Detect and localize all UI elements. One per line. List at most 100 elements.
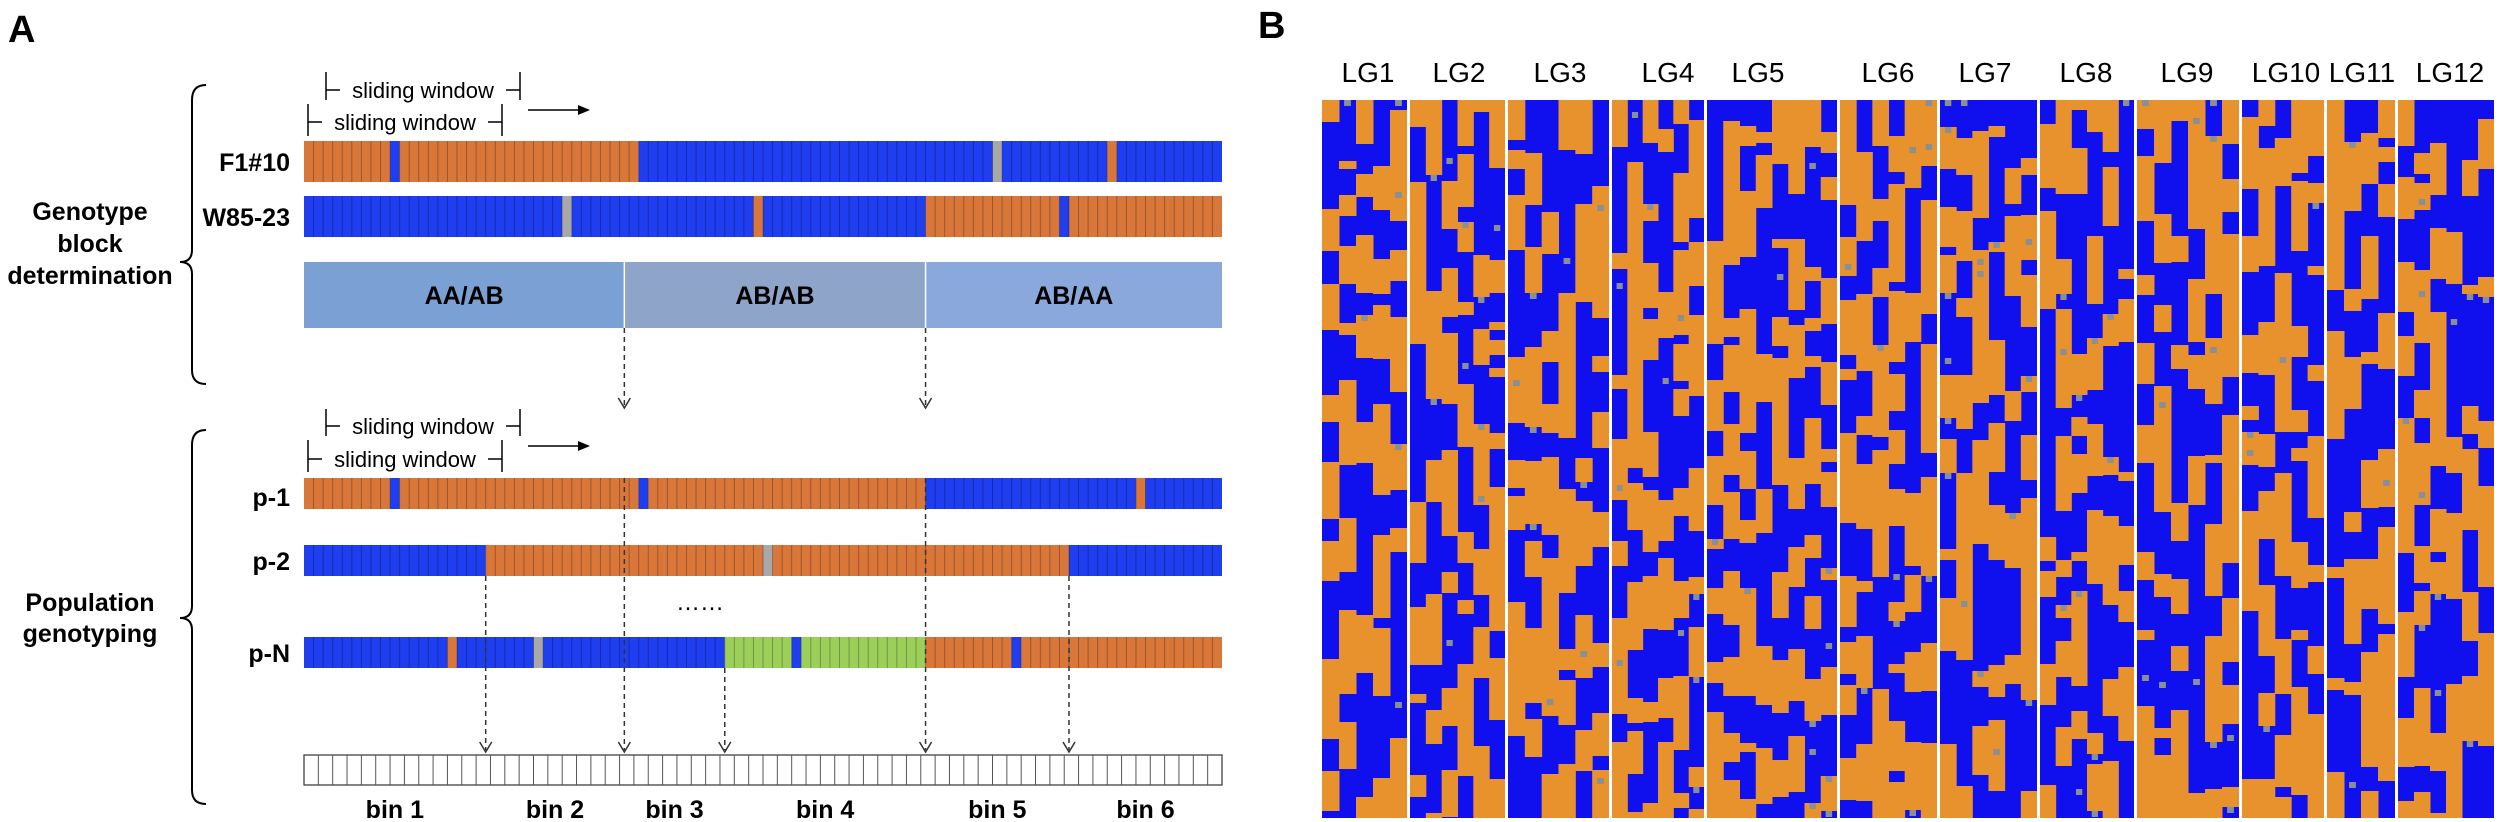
lg-label-5: LG5: [1732, 57, 1785, 88]
heatmap-cell: [2378, 313, 2396, 349]
heatmap-cell: [2055, 641, 2072, 657]
heatmap-missing-cell: [1430, 175, 1437, 181]
heatmap-cell: [2327, 678, 2345, 690]
heatmap-cell: [2102, 567, 2119, 605]
heatmap-cell: [1524, 153, 1543, 205]
heatmap-cell: [1772, 358, 1789, 386]
heatmap-cell: [2118, 309, 2135, 342]
heatmap-missing-cell: [1647, 204, 1654, 210]
heatmap-cell: [1627, 162, 1644, 215]
heatmap-cell: [2102, 815, 2119, 818]
heatmap-cell: [1707, 662, 1724, 683]
heatmap-cell: [1755, 354, 1773, 362]
heatmap-cell: [2291, 181, 2309, 234]
sliding-window-label-lower: sliding window: [334, 110, 476, 135]
heatmap-cell: [2258, 693, 2276, 726]
heatmap-cell: [1820, 487, 1838, 507]
heatmap-cell: [2171, 773, 2189, 818]
heatmap-cell: [1558, 100, 1576, 138]
heatmap-cell: [1356, 275, 1374, 293]
heatmap-missing-cell: [2227, 735, 2234, 741]
heatmap-cell: [1575, 253, 1593, 302]
heatmap-cell: [2258, 111, 2276, 126]
heatmap-cell: [2222, 415, 2240, 465]
heatmap-missing-cell: [2159, 402, 2166, 408]
heatmap-cell: [1739, 520, 1757, 543]
heatmap-cell: [1642, 702, 1659, 722]
heatmap-missing-cell: [1944, 418, 1952, 424]
heatmap-cell: [2446, 551, 2463, 576]
heatmap-missing-cell: [2193, 679, 2200, 685]
heatmap-cell: [2430, 312, 2447, 334]
heatmap-cell: [1723, 571, 1740, 612]
heatmap-cell: [2055, 349, 2072, 397]
heatmap-missing-cell: [1809, 749, 1816, 755]
heatmap-cell: [1888, 664, 1906, 673]
heatmap-cell: [1575, 126, 1593, 154]
genotype-block-label-1: AB/AB: [735, 282, 814, 310]
heatmap-cell: [1410, 205, 1427, 226]
heatmap-cell: [1457, 302, 1474, 315]
heatmap-cell: [2462, 521, 2479, 530]
heatmap-cell: [2205, 136, 2223, 180]
heatmap-cell: [2188, 219, 2206, 229]
heatmap-cell: [2327, 331, 2345, 352]
heatmap-cell: [1940, 775, 1957, 818]
heatmap-cell: [2242, 335, 2259, 373]
heatmap-cell: [2446, 811, 2463, 818]
heatmap-cell: [2430, 813, 2447, 818]
heatmap-cell: [2137, 156, 2155, 200]
heatmap-cell: [1489, 567, 1506, 579]
heatmap-cell: [1541, 457, 1559, 491]
progeny-segment: [1021, 637, 1222, 668]
heatmap-cell: [2205, 338, 2223, 347]
heatmap-cell: [1473, 354, 1490, 365]
heatmap-cell: [1441, 388, 1458, 404]
heatmap-cell: [1441, 268, 1458, 317]
heatmap-cell: [1872, 450, 1889, 493]
parent-segment: [1107, 141, 1117, 182]
heatmap-cell: [2258, 491, 2276, 499]
progeny-segment: [304, 478, 391, 509]
heatmap-cell: [1804, 267, 1822, 281]
heatmap-cell: [2222, 598, 2240, 628]
heatmap-cell: [2307, 147, 2325, 156]
heatmap-cell: [1755, 771, 1773, 804]
heatmap-cell: [1356, 638, 1374, 673]
heatmap-cell: [1658, 300, 1674, 338]
heatmap-cell: [2004, 287, 2022, 296]
heatmap-cell: [1558, 561, 1576, 593]
heatmap-cell: [1390, 110, 1408, 154]
heatmap-cell: [1788, 547, 1805, 587]
heatmap-cell: [2087, 520, 2104, 573]
heatmap-cell: [2274, 385, 2292, 432]
heatmap-cell: [1872, 794, 1889, 812]
heatmap-cell: [2291, 234, 2309, 251]
heatmap-missing-cell: [2009, 513, 2016, 519]
heatmap-missing-cell: [1563, 258, 1571, 264]
heatmap-cell: [2361, 281, 2379, 299]
heatmap-cell: [1642, 513, 1659, 552]
heatmap-cell: [2040, 211, 2057, 225]
heatmap-cell: [1888, 721, 1906, 771]
progeny-segment: [925, 637, 1012, 668]
genotype-block-label-line-3: determination: [7, 262, 172, 290]
heatmap-cell: [1972, 184, 1989, 218]
heatmap-cell: [1956, 593, 1973, 601]
heatmap-cell: [1707, 603, 1724, 614]
heatmap-cell: [2291, 133, 2309, 149]
heatmap-cell: [1339, 161, 1357, 169]
progeny-track-2: [304, 637, 1222, 668]
heatmap-cell: [1575, 501, 1593, 543]
heatmap-cell: [1410, 553, 1427, 563]
parent-tracks: [304, 141, 1222, 237]
heatmap-missing-cell: [1616, 485, 1623, 491]
heatmap-cell: [1441, 464, 1458, 502]
heatmap-cell: [2118, 526, 2135, 565]
heatmap-cell: [2087, 338, 2104, 390]
heatmap-cell: [2378, 349, 2396, 369]
heatmap-cell: [1339, 380, 1357, 398]
heatmap-cell: [1558, 680, 1576, 725]
progeny-track-0: [304, 478, 1222, 509]
heatmap-cell: [1972, 330, 1989, 369]
